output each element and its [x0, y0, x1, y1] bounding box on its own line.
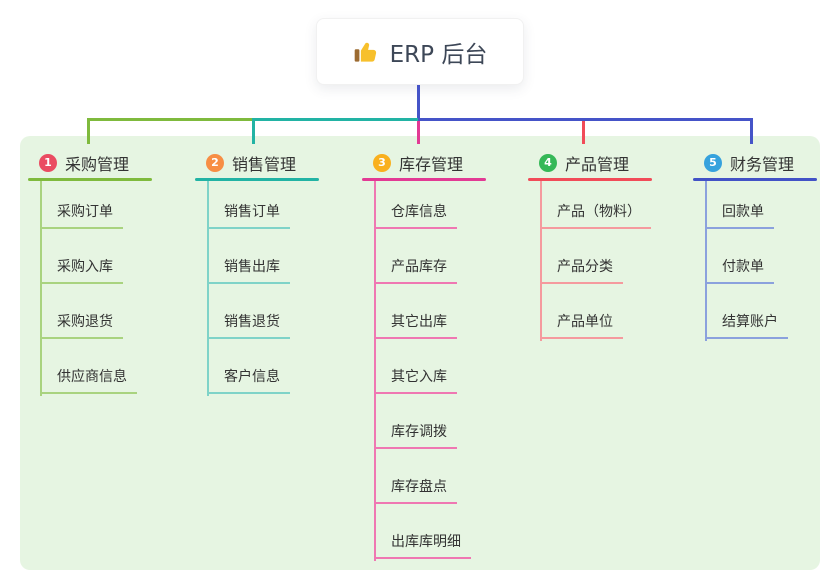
thumbs-up-icon	[353, 38, 380, 65]
root-node[interactable]: ERP 后台	[316, 18, 524, 85]
root-drop-line	[417, 85, 420, 118]
branch-4-child-line	[540, 181, 542, 341]
branch-5-child-line	[705, 181, 707, 341]
drop-branch-3	[417, 121, 420, 144]
root-title: ERP 后台	[389, 41, 488, 68]
branch-4-number-badge: 4	[539, 153, 557, 172]
branch-1-number-badge: 1	[39, 153, 57, 172]
branch-4-node[interactable]: 4 产品管理	[528, 147, 652, 178]
branch-2-child-1[interactable]: 销售订单	[207, 202, 290, 229]
branch-3-child-7[interactable]: 出库库明细	[374, 532, 471, 559]
branches-panel	[20, 136, 820, 570]
branch-3-child-1[interactable]: 仓库信息	[374, 202, 457, 229]
branch-3-node[interactable]: 3 库存管理	[362, 147, 486, 178]
branch-2-node[interactable]: 2 销售管理	[195, 147, 319, 178]
branch-5-number-badge: 5	[704, 153, 722, 172]
drop-branch-4	[582, 121, 585, 144]
branch-3-child-2[interactable]: 产品库存	[374, 257, 457, 284]
branch-2-child-4[interactable]: 客户信息	[207, 367, 290, 394]
branch-1-child-1[interactable]: 采购订单	[40, 202, 123, 229]
branch-4-child-3[interactable]: 产品单位	[540, 312, 623, 339]
branch-1-child-2[interactable]: 采购入库	[40, 257, 123, 284]
branch-3-number-badge: 3	[373, 153, 391, 172]
branch-2-child-line	[207, 181, 209, 396]
branch-1-child-line	[40, 181, 42, 396]
branch-1-label: 采购管理	[65, 154, 130, 174]
branch-5-child-3[interactable]: 结算账户	[705, 312, 788, 339]
branch-2-child-2[interactable]: 销售出库	[207, 257, 290, 284]
branch-3-child-line	[374, 181, 376, 561]
branch-5-node[interactable]: 5 财务管理	[693, 147, 817, 178]
drop-branch-5	[750, 118, 753, 144]
branch-4-child-2[interactable]: 产品分类	[540, 257, 623, 284]
branch-3-child-5[interactable]: 库存调拨	[374, 422, 457, 449]
branch-4-label: 产品管理	[565, 154, 630, 174]
branch-3-child-6[interactable]: 库存盘点	[374, 477, 457, 504]
branch-1-child-4[interactable]: 供应商信息	[40, 367, 137, 394]
hline-branch-2	[252, 118, 418, 121]
branch-3-label: 库存管理	[399, 154, 464, 174]
branch-1-node[interactable]: 1 采购管理	[28, 147, 152, 178]
branch-4-child-1[interactable]: 产品（物料）	[540, 202, 651, 229]
hline-branch-5	[418, 118, 753, 121]
branch-1-child-3[interactable]: 采购退货	[40, 312, 123, 339]
branch-2-number-badge: 2	[206, 153, 224, 172]
branch-4-underline	[528, 178, 652, 181]
hline-branch-1	[87, 118, 252, 121]
branch-5-child-2[interactable]: 付款单	[705, 257, 774, 284]
branch-3-underline	[362, 178, 486, 181]
branch-2-underline	[195, 178, 319, 181]
branch-5-label: 财务管理	[730, 154, 795, 174]
drop-branch-2	[252, 118, 255, 144]
branch-1-underline	[28, 178, 152, 181]
branch-5-child-1[interactable]: 回款单	[705, 202, 774, 229]
branch-3-child-4[interactable]: 其它入库	[374, 367, 457, 394]
branch-5-underline	[693, 178, 817, 181]
branch-2-child-3[interactable]: 销售退货	[207, 312, 290, 339]
drop-branch-1	[87, 118, 90, 144]
branch-2-label: 销售管理	[232, 154, 297, 174]
branch-3-child-3[interactable]: 其它出库	[374, 312, 457, 339]
